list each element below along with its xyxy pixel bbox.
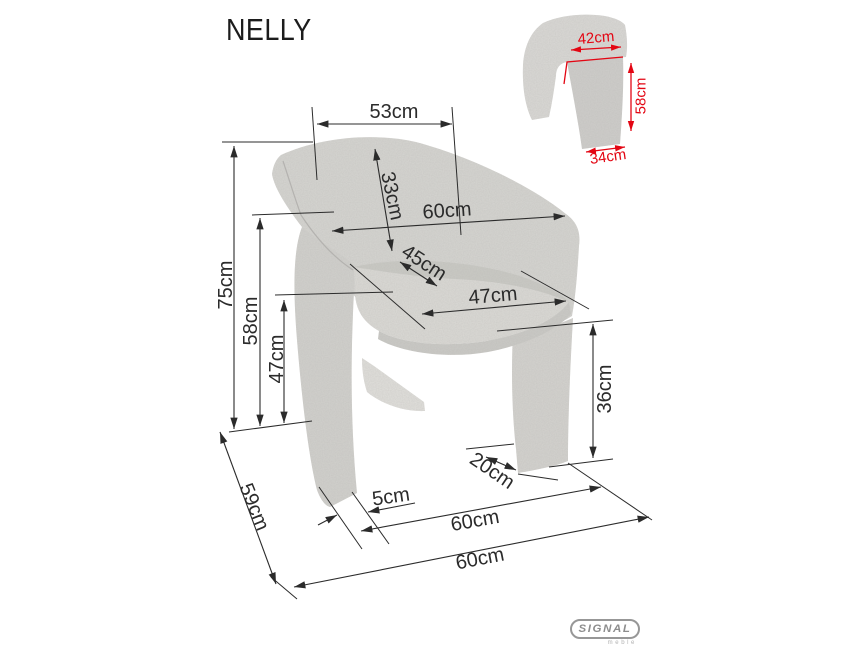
dim-label-side-depth: 59cm [235,480,274,534]
chair-arm-crease-line [282,160,354,271]
witness-line [251,211,335,216]
dim-label-overall-width: 60cm [454,544,506,575]
witness-line [496,319,614,332]
inset-chair-drawing [522,14,628,149]
brand-logo: SIGNAL meble [570,619,640,646]
dim-line-seat-depth [399,261,438,287]
dim-label-arm-height: 58cm [240,297,262,346]
dim-line-foot-depth [585,145,626,154]
witness-line [465,443,515,450]
witness-line [567,462,653,521]
signal-logo-tagline: meble [607,640,637,646]
witness-line [274,291,394,296]
dim-label-seat-width: 47cm [468,283,519,309]
witness-line [548,458,614,468]
signal-logo-text: SIGNAL [578,623,632,635]
dim-label-seat-height: 47cm [266,335,288,384]
page-title: NELLY [226,12,312,47]
dim-label-foot-depth: 34cm [589,146,628,168]
chair-front-left-leg-inner-face [362,358,425,412]
signal-logo-badge: SIGNAL [570,619,640,639]
dim-line-overall-width [293,515,650,589]
dim-line-leg-foot-width-right [367,502,416,514]
dim-line-side-depth [219,431,277,585]
inset-back-leg-panel [567,57,624,149]
inset-red-bracket [563,56,624,85]
dim-line-inner-back-width [570,44,622,53]
dimension-lines-main [219,120,650,589]
dim-label-leg-foot-depth: 20cm [466,448,519,494]
dim-label-back-top-width: 53cm [370,101,419,123]
witness-line [517,473,559,481]
witness-line [228,420,313,433]
witness-line [349,263,426,330]
witness-line [520,270,590,310]
witness-line [311,106,318,181]
chair-front-left-leg [294,227,357,507]
dim-label-leg-height: 36cm [594,365,616,414]
dim-label-leg-foot-width: 5cm [371,483,411,510]
dimension-labels-inset: 42cm 58cm 34cm [577,28,650,168]
dim-line-backrest-height [373,148,394,252]
dim-label-inner-back-width: 42cm [577,28,615,48]
dim-line-back-width [331,213,566,234]
dim-label-back-width: 60cm [422,198,472,223]
dim-label-total-height: 75cm [215,261,237,310]
dimension-lines-inset [563,44,635,154]
dim-label-back-panel-height: 58cm [633,78,650,115]
dim-line-leg-foot-width-left [317,514,338,526]
main-chair-drawing [272,137,580,507]
chair-right-leg [512,318,573,473]
dim-line-leg-foot-depth [485,456,517,471]
dim-label-front-width: 60cm [449,506,501,536]
chair-seat-front-rim [378,302,571,355]
dim-line-seat-width [421,298,567,317]
inset-back-shell [522,14,628,121]
